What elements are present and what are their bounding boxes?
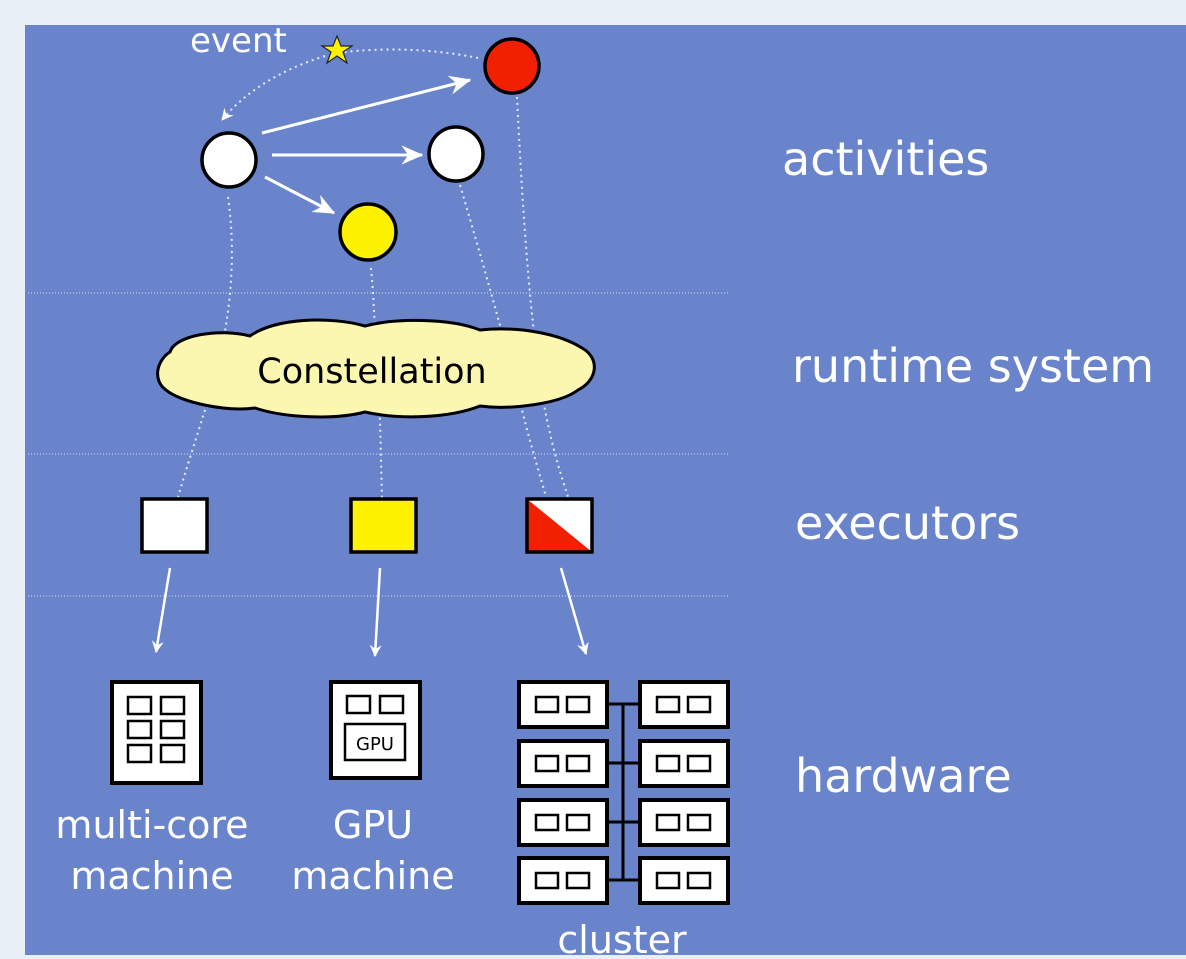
cluster-node-1 (517, 680, 609, 729)
gpu-label-line2: machine (291, 854, 454, 898)
cluster-icon (517, 680, 730, 905)
executor-yellow (349, 497, 418, 554)
arrow-to-red (261, 75, 472, 135)
connector-yellow-activity (370, 267, 383, 499)
cluster-node-3 (517, 739, 609, 788)
layer-label-executors: executors (795, 496, 1020, 550)
executor-red-white (525, 497, 594, 554)
gpu-chip-label: GPU (356, 734, 394, 755)
cluster-node-6 (638, 798, 730, 847)
cluster-node-7 (517, 856, 609, 905)
cluster-node-4 (638, 739, 730, 788)
event-label: event (190, 21, 287, 61)
cluster-node-2 (638, 680, 730, 729)
star-icon (320, 34, 354, 65)
multicore-label-line2: machine (70, 854, 233, 898)
constellation-cloud (156, 318, 596, 419)
cluster-label: cluster (557, 918, 687, 955)
activity-yellow (338, 202, 398, 262)
gpu-machine-icon: GPU (329, 680, 422, 780)
arrow-to-gpu (369, 567, 382, 657)
hardware-arrows (151, 567, 589, 657)
gpu-label-line1: GPU (333, 803, 413, 847)
multicore-machine-icon (110, 680, 203, 785)
cluster-node-8 (638, 856, 730, 905)
arrow-to-cluster (559, 567, 589, 655)
cluster-node-5 (517, 798, 609, 847)
multicore-label-line1: multi-core (55, 803, 248, 847)
activity-white-1 (200, 131, 258, 189)
constellation-label: Constellation (257, 352, 486, 392)
activity-arrows (261, 75, 472, 215)
executor-white (140, 497, 209, 554)
layer-label-activities: activities (782, 132, 989, 186)
activity-white-2 (427, 125, 485, 183)
layer-label-hardware: hardware (795, 749, 1012, 803)
arrow-to-yellow (264, 175, 336, 215)
layer-label-runtime: runtime system (792, 339, 1154, 393)
activity-red (483, 37, 541, 95)
arrow-to-multicore (151, 567, 172, 653)
event-trail (344, 48, 479, 59)
connector-red-activity (516, 96, 569, 498)
